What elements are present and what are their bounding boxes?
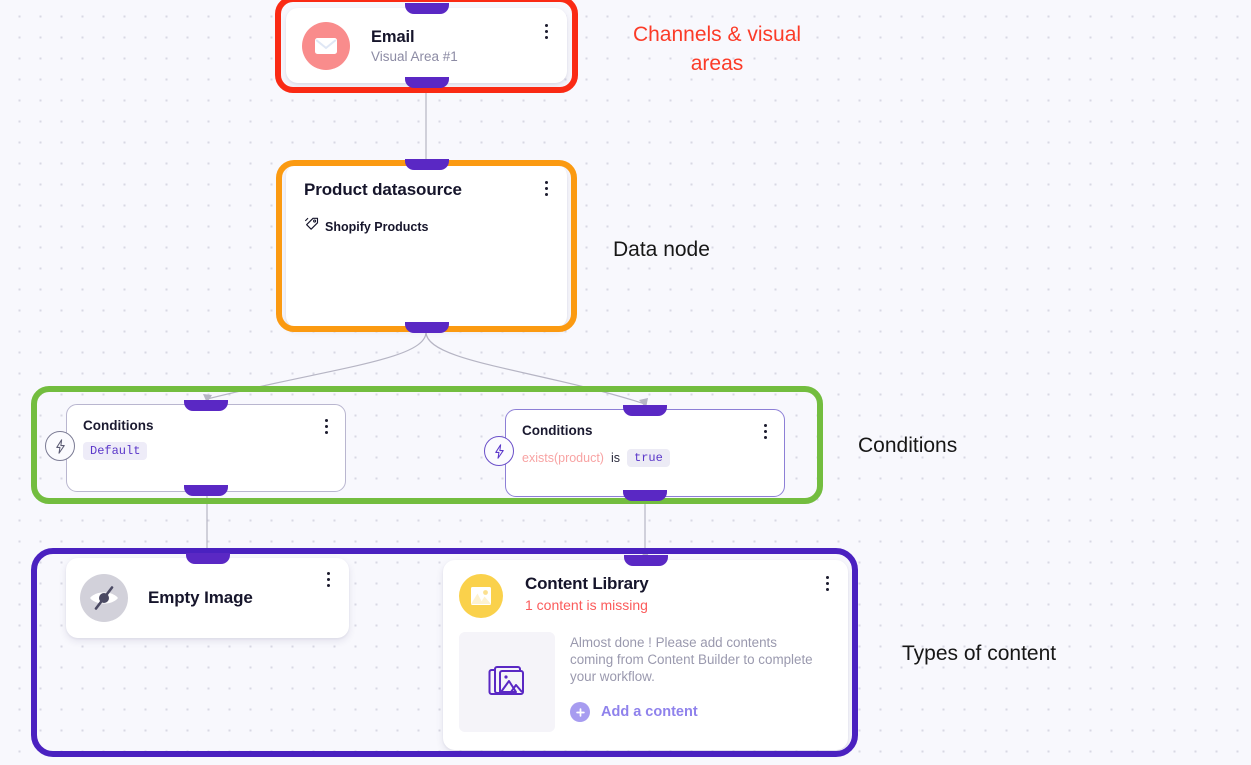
- condition-operator: is: [610, 451, 621, 465]
- node-title: Email: [371, 27, 415, 46]
- add-content-label: Add a content: [601, 704, 698, 720]
- plus-icon: [570, 702, 590, 722]
- content-description: Almost done ! Please add contents coming…: [570, 635, 813, 684]
- node-menu-button[interactable]: [319, 417, 333, 435]
- node-handle-top[interactable]: [184, 400, 228, 411]
- node-subtitle: Visual Area #1: [371, 48, 458, 64]
- envelope-icon: [302, 21, 350, 70]
- node-menu-button[interactable]: [321, 570, 335, 588]
- status-badge: 1 content is missing: [525, 597, 648, 613]
- condition-chip: Default: [83, 442, 148, 460]
- eye-off-icon: [80, 574, 128, 622]
- annotation-types-of-content: Types of content: [902, 642, 1057, 665]
- node-menu-button[interactable]: [539, 22, 553, 40]
- node-handle-top[interactable]: [185, 553, 230, 564]
- node-title: Content Library: [525, 574, 649, 593]
- node-handle-top[interactable]: [404, 3, 449, 14]
- node-title: Conditions: [83, 418, 154, 433]
- node-handle-bottom[interactable]: [184, 485, 228, 496]
- annotation-channels: Channels & visual areas: [632, 23, 802, 75]
- node-product-datasource[interactable]: Product datasource Shopify Products: [286, 159, 567, 333]
- node-conditions-exists-product[interactable]: Conditions exists(product) is true: [484, 405, 785, 501]
- node-menu-button[interactable]: [820, 574, 834, 592]
- annotation-data-node: Data node: [613, 238, 710, 261]
- node-handle-top[interactable]: [623, 405, 667, 416]
- node-title: Empty Image: [148, 588, 253, 607]
- node-handle-bottom[interactable]: [623, 490, 667, 501]
- node-handle-bottom[interactable]: [404, 77, 449, 88]
- node-handle-bottom[interactable]: [404, 322, 449, 333]
- node-handle-top[interactable]: [623, 555, 668, 566]
- node-content-library[interactable]: Content Library 1 content is missing Alm…: [443, 555, 848, 750]
- shopify-tag-icon: [304, 217, 319, 237]
- datasource-source-label: Shopify Products: [325, 220, 429, 234]
- node-email[interactable]: Email Visual Area #1: [286, 3, 567, 88]
- node-menu-button[interactable]: [758, 422, 772, 440]
- node-title: Product datasource: [304, 180, 462, 199]
- annotation-conditions: Conditions: [858, 434, 958, 457]
- condition-value: true: [627, 449, 670, 467]
- node-menu-button[interactable]: [539, 179, 553, 197]
- images-stack-icon: [459, 632, 555, 732]
- lightning-bolt-icon: [484, 436, 514, 466]
- node-title: Conditions: [522, 423, 593, 438]
- node-empty-image[interactable]: Empty Image: [66, 553, 349, 638]
- add-content-button[interactable]: Add a content: [570, 702, 820, 722]
- lightning-bolt-icon: [45, 431, 75, 461]
- node-handle-top[interactable]: [404, 159, 449, 170]
- node-conditions-default[interactable]: Conditions Default: [45, 400, 346, 496]
- condition-field: exists(product): [522, 451, 604, 465]
- image-icon: [459, 574, 503, 618]
